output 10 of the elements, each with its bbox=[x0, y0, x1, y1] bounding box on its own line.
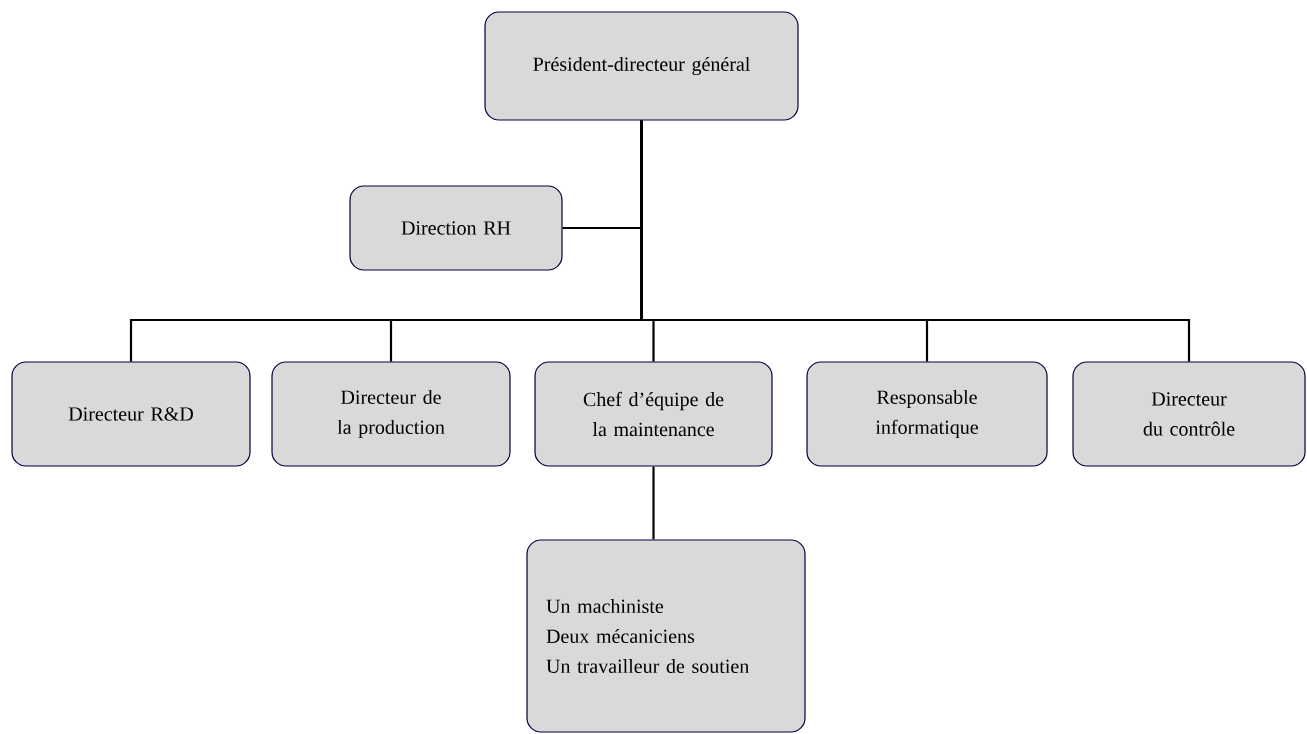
org-box: Direction RH bbox=[349, 185, 563, 271]
connector-line bbox=[640, 120, 1191, 362]
org-box: Responsable informatique bbox=[806, 361, 1048, 467]
org-box: Directeur du contrôle bbox=[1072, 361, 1306, 467]
org-box: Président-directeur général bbox=[484, 11, 799, 121]
connector-line bbox=[652, 466, 655, 540]
org-box: Directeur de la production bbox=[271, 361, 511, 467]
org-box: Un machiniste Deux mécaniciens Un travailleur de soutien bbox=[526, 539, 806, 733]
org-box: Directeur R&D bbox=[11, 361, 251, 467]
org-box: Chef d’équipe de la maintenance bbox=[534, 361, 773, 467]
